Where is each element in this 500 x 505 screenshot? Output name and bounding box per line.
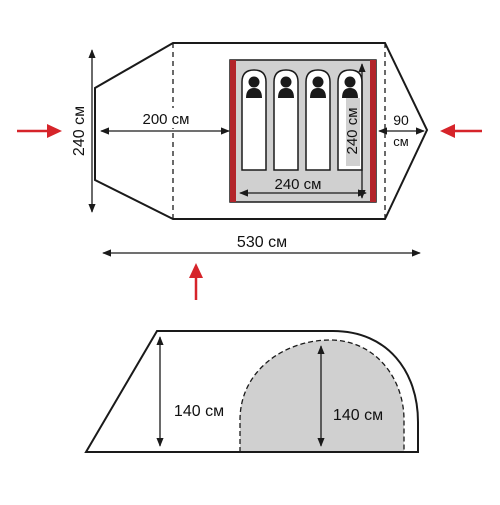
total-length-label: 530 см <box>237 234 287 251</box>
person-shoulders-icon <box>278 88 294 98</box>
inner-tent-wall-left <box>230 60 236 202</box>
rear-length-value: 90 <box>393 112 409 128</box>
person-shoulders-icon <box>310 88 326 98</box>
vestibule-length-label-bg <box>133 108 203 128</box>
person-head-icon <box>344 76 356 88</box>
inner-width-label: 240 см <box>344 107 361 154</box>
vestibule-height-label-bg <box>162 400 236 420</box>
side-view: 140 см 140 см <box>84 330 419 453</box>
rear-length-unit: см <box>393 134 409 149</box>
entrance-arrow-bottom-icon <box>189 263 203 300</box>
width-dimension-label: 240 см <box>71 106 88 156</box>
inner-height-label: 140 см <box>333 407 383 424</box>
entrance-arrow-left-icon <box>17 124 62 138</box>
vestibule-height-label: 140 см <box>174 403 224 420</box>
top-view: 240 см 200 см 240 см 240 см 90 см 530 см <box>17 42 482 300</box>
rear-length-unit-bg <box>388 133 414 148</box>
vestibule-length-label: 200 см <box>142 111 189 128</box>
inner-length-label-bg <box>264 174 332 192</box>
inner-height-label-bg <box>323 404 393 424</box>
person-head-icon <box>312 76 324 88</box>
person-head-icon <box>248 76 260 88</box>
entrance-arrow-right-icon <box>440 124 482 138</box>
inner-width-label-bg <box>346 98 360 166</box>
inner-tent-wall-right <box>370 60 376 202</box>
total-length-label-bg <box>222 231 304 251</box>
rear-length-label-bg <box>388 112 414 128</box>
person-shoulders-icon <box>342 88 358 98</box>
inner-length-label: 240 см <box>274 176 321 193</box>
person-head-icon <box>280 76 292 88</box>
person-shoulders-icon <box>246 88 262 98</box>
